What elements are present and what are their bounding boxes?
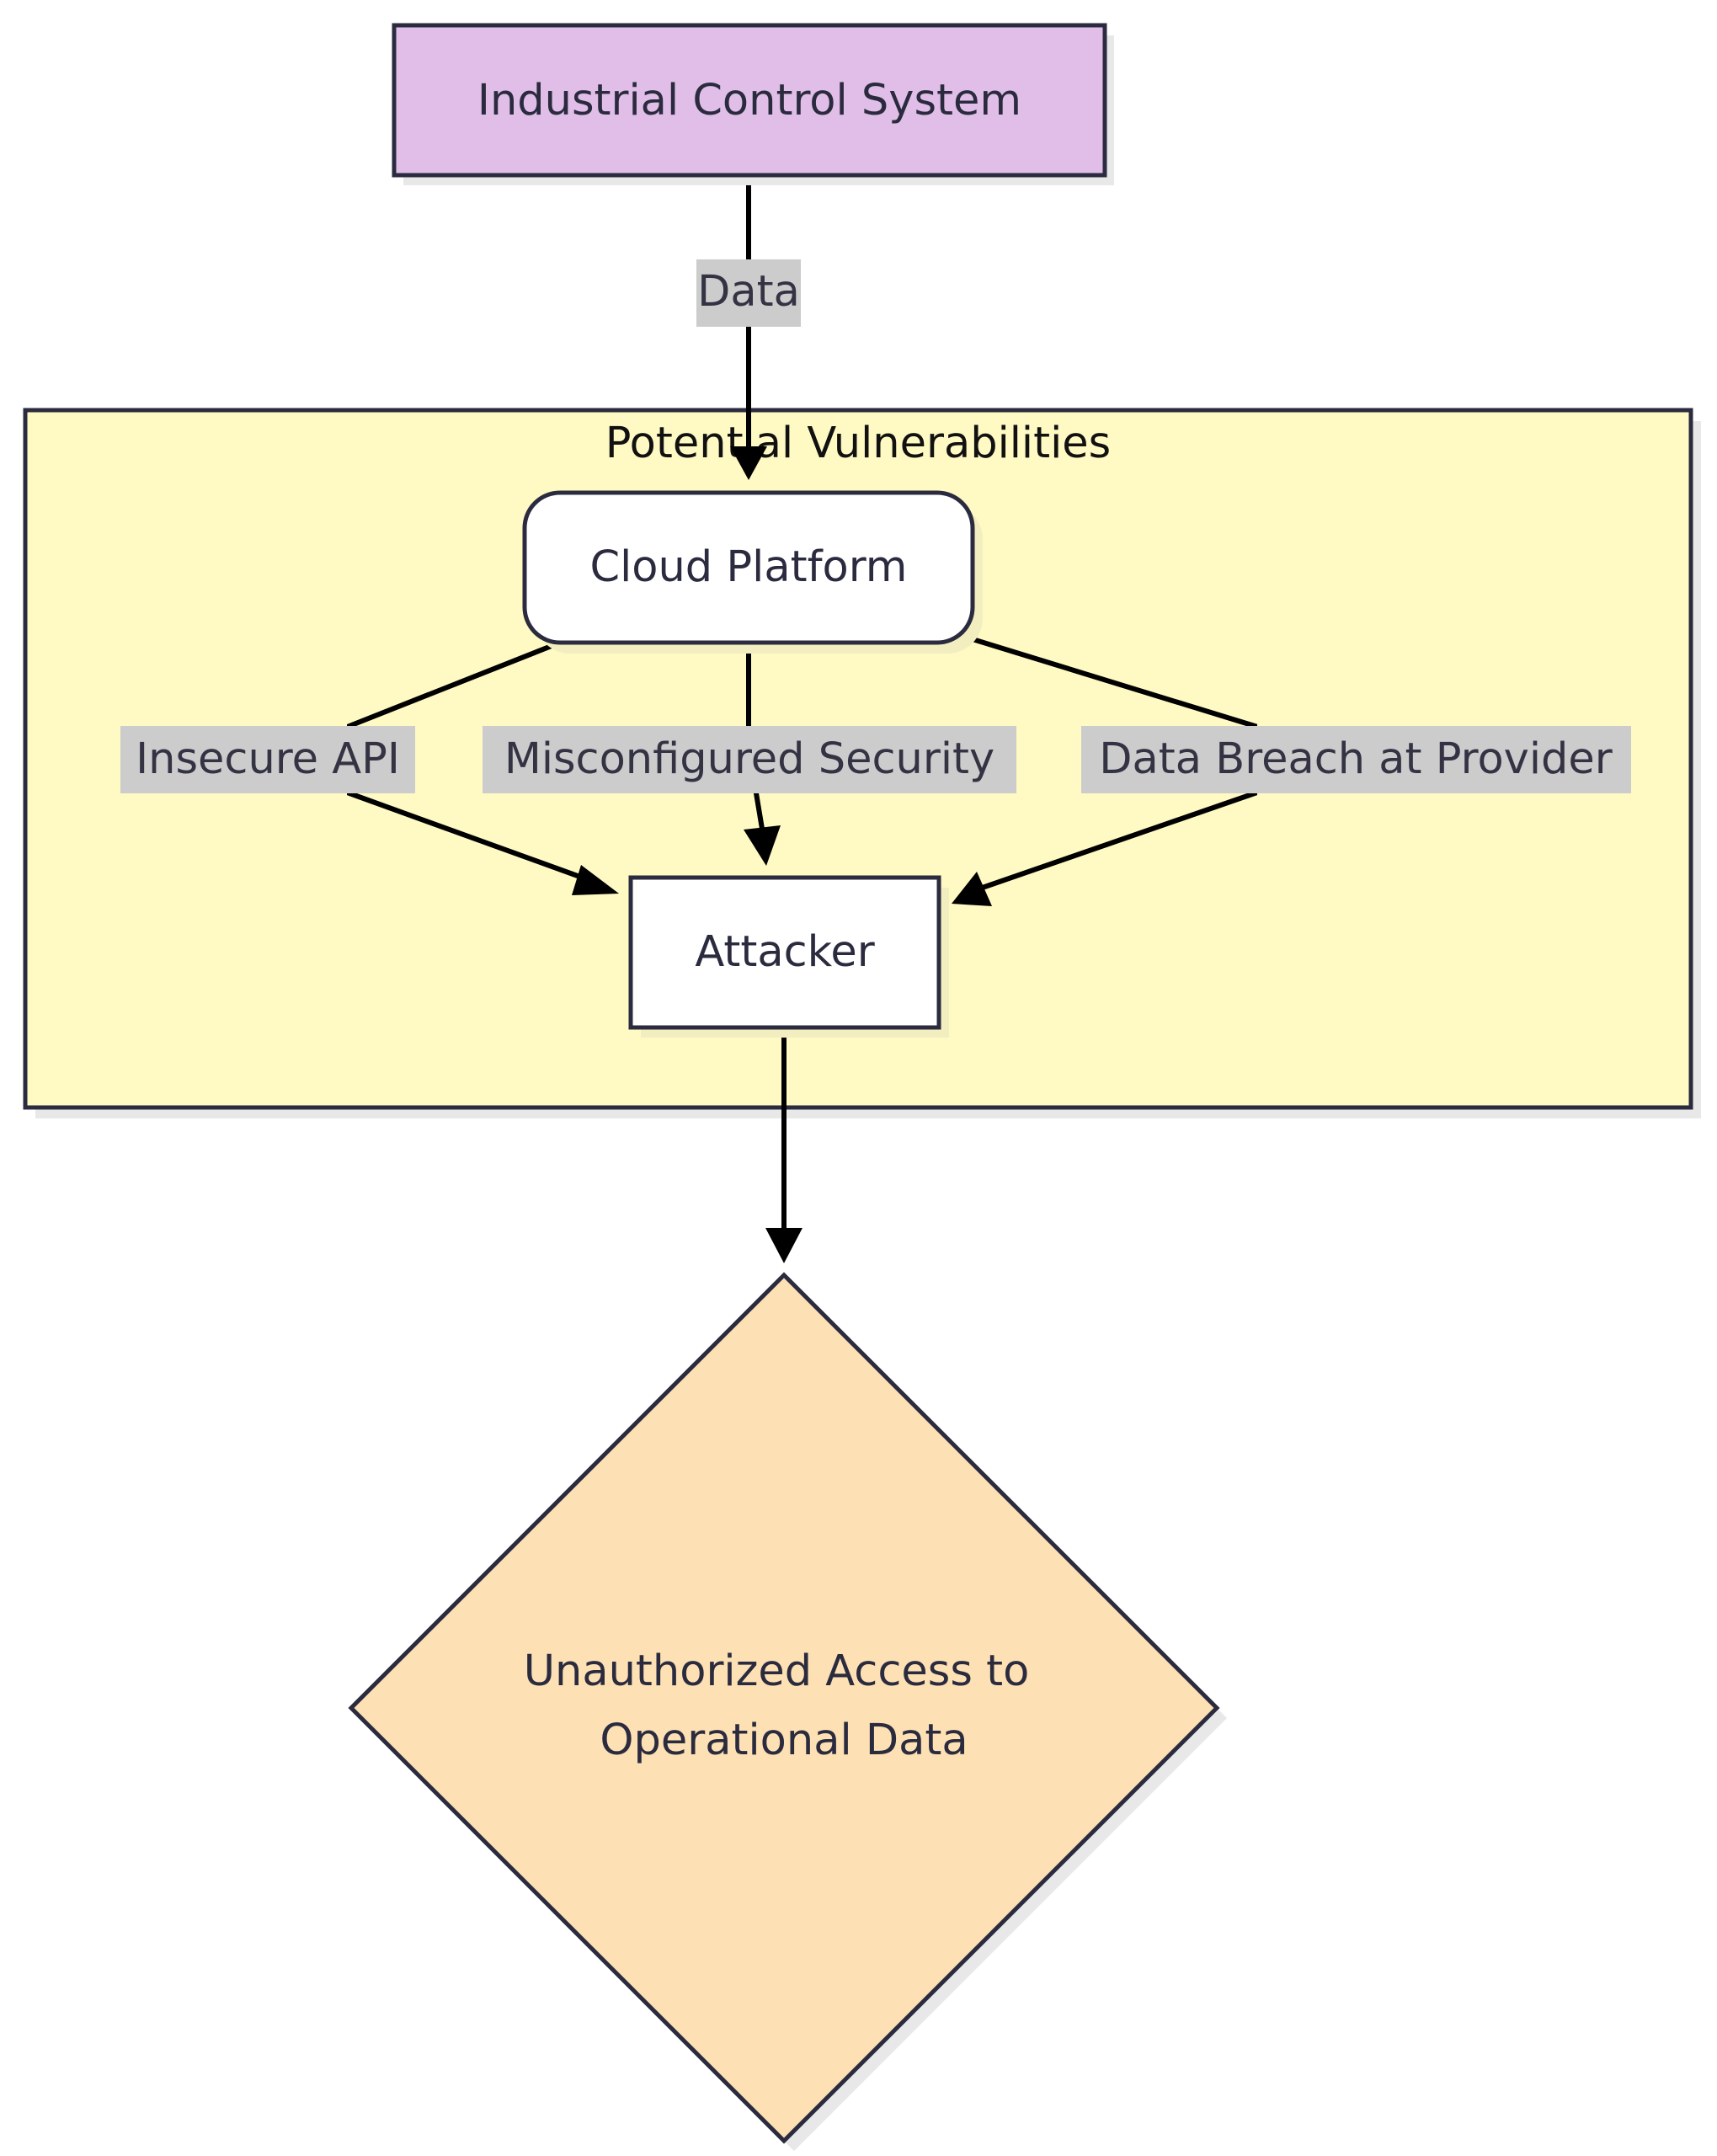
edge-label-data: Data xyxy=(697,267,800,317)
edge-label-misconfigured: Misconfigured Security xyxy=(504,734,994,784)
edge-data-breach: Data Breach at Provider xyxy=(952,637,1631,906)
edge-label-bg-data xyxy=(696,259,801,327)
node-industrial-control-system: Industrial Control System xyxy=(392,23,1114,185)
node-label-attacker: Attacker xyxy=(695,927,874,977)
node-cloud-platform: Cloud Platform xyxy=(522,490,983,654)
cluster-title: Potential Vulnerabilities xyxy=(605,419,1111,468)
edge-data: Data xyxy=(696,178,801,480)
edge-label-bg-insecure-api xyxy=(120,726,415,793)
edge-insecure-api: Insecure API xyxy=(120,640,619,895)
node-label-cloud: Cloud Platform xyxy=(590,542,908,592)
edge-misconfigured-security: Misconfigured Security xyxy=(483,644,1016,866)
edge-label-bg-breach xyxy=(1081,726,1631,793)
edge-label-breach: Data Breach at Provider xyxy=(1099,734,1612,784)
node-unauthorized-access: Unauthorized Access to Operational Data xyxy=(348,1272,1227,2151)
node-label-outcome-line2: Operational Data xyxy=(600,1716,968,1765)
edge-label-bg-misconfigured xyxy=(483,726,1016,793)
node-label-ics: Industrial Control System xyxy=(477,76,1021,125)
node-attacker: Attacker xyxy=(628,875,949,1038)
node-label-outcome-line1: Unauthorized Access to xyxy=(524,1646,1030,1696)
edge-attacker-outcome xyxy=(765,1028,803,1263)
edge-label-insecure-api: Insecure API xyxy=(136,734,400,784)
